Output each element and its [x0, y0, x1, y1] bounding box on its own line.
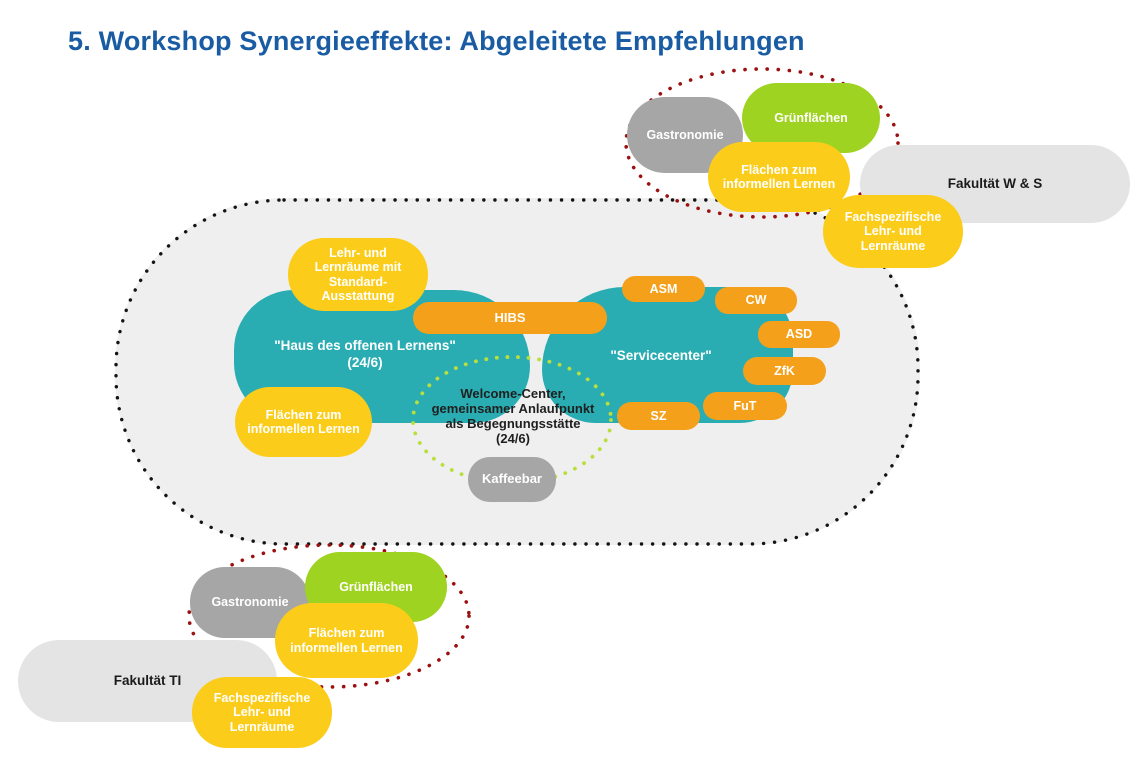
pill-flaechen-informell-center: Flächen zum informellen Lernen	[235, 387, 372, 457]
pill-fut: FuT	[703, 392, 787, 420]
pill-label: Grünflächen	[339, 579, 413, 594]
welcome-center-label: Welcome-Center, gemeinsamer Anlaufpunkt …	[424, 386, 602, 446]
pill-asd: ASD	[758, 321, 840, 348]
label-line: "Haus des offenen Lernens"	[274, 338, 456, 353]
pill-flaechen-informell-bottom-left: Flächen zum informellen Lernen	[275, 603, 418, 678]
slide-title: 5. Workshop Synergieeffekte: Abgeleitete…	[68, 26, 805, 56]
pill-label: Flächen zum informellen Lernen	[722, 162, 836, 191]
haus-des-offenen-lernens-label: "Haus des offenen Lernens" (24/6)	[240, 338, 490, 371]
pill-label: HIBS	[494, 309, 526, 325]
pill-label: Grünflächen	[774, 110, 848, 125]
pill-flaechen-informell-top-right: Flächen zum informellen Lernen	[708, 142, 850, 212]
label-line: (24/6)	[347, 354, 383, 370]
pill-label: Flächen zum informellen Lernen	[290, 626, 403, 655]
pill-label: Fachspezifische Lehr- und Lernräume	[213, 691, 311, 734]
pill-label: ASM	[649, 281, 678, 296]
pill-cw: CW	[715, 287, 797, 314]
pill-lehr-standard: Lehr- und Lernräume mit Standard-Ausstat…	[288, 238, 428, 311]
pill-label: Fakultät W & S	[947, 176, 1043, 192]
pill-fachspezifisch-top-right: Fachspezifische Lehr- und Lernräume	[823, 195, 963, 268]
pill-label: Fachspezifische Lehr- und Lernräume	[844, 210, 942, 253]
pill-label: Lehr- und Lernräume mit Standard-Ausstat…	[314, 246, 402, 303]
label-line: als Begegnungsstätte	[445, 416, 581, 431]
pill-label: Flächen zum informellen Lernen	[247, 407, 360, 436]
pill-asm: ASM	[622, 276, 705, 302]
label-line: Welcome-Center,	[460, 386, 566, 401]
pill-label: ASD	[785, 327, 813, 342]
label-line: gemeinsamer Anlaufpunkt	[431, 401, 595, 416]
pill-label: ZfK	[774, 363, 795, 378]
label-line: "Servicecenter"	[610, 348, 712, 363]
pill-label: Gastronomie	[646, 127, 724, 142]
pill-hibs: HIBS	[413, 302, 607, 334]
pill-label: Kaffeebar	[482, 471, 542, 487]
pill-label: Gastronomie	[211, 595, 289, 610]
pill-label: SZ	[650, 408, 667, 423]
pill-label: CW	[745, 293, 767, 308]
pill-label: FuT	[733, 398, 757, 413]
pill-kaffeebar: Kaffeebar	[468, 457, 556, 502]
label-line: (24/6)	[496, 431, 530, 446]
pill-label: Fakultät TI	[113, 673, 182, 689]
pill-sz: SZ	[617, 402, 700, 430]
servicecenter-label: "Servicecenter"	[580, 348, 742, 365]
pill-zfk: ZfK	[743, 357, 826, 385]
pill-fachspezifisch-bottom-left: Fachspezifische Lehr- und Lernräume	[192, 677, 332, 748]
